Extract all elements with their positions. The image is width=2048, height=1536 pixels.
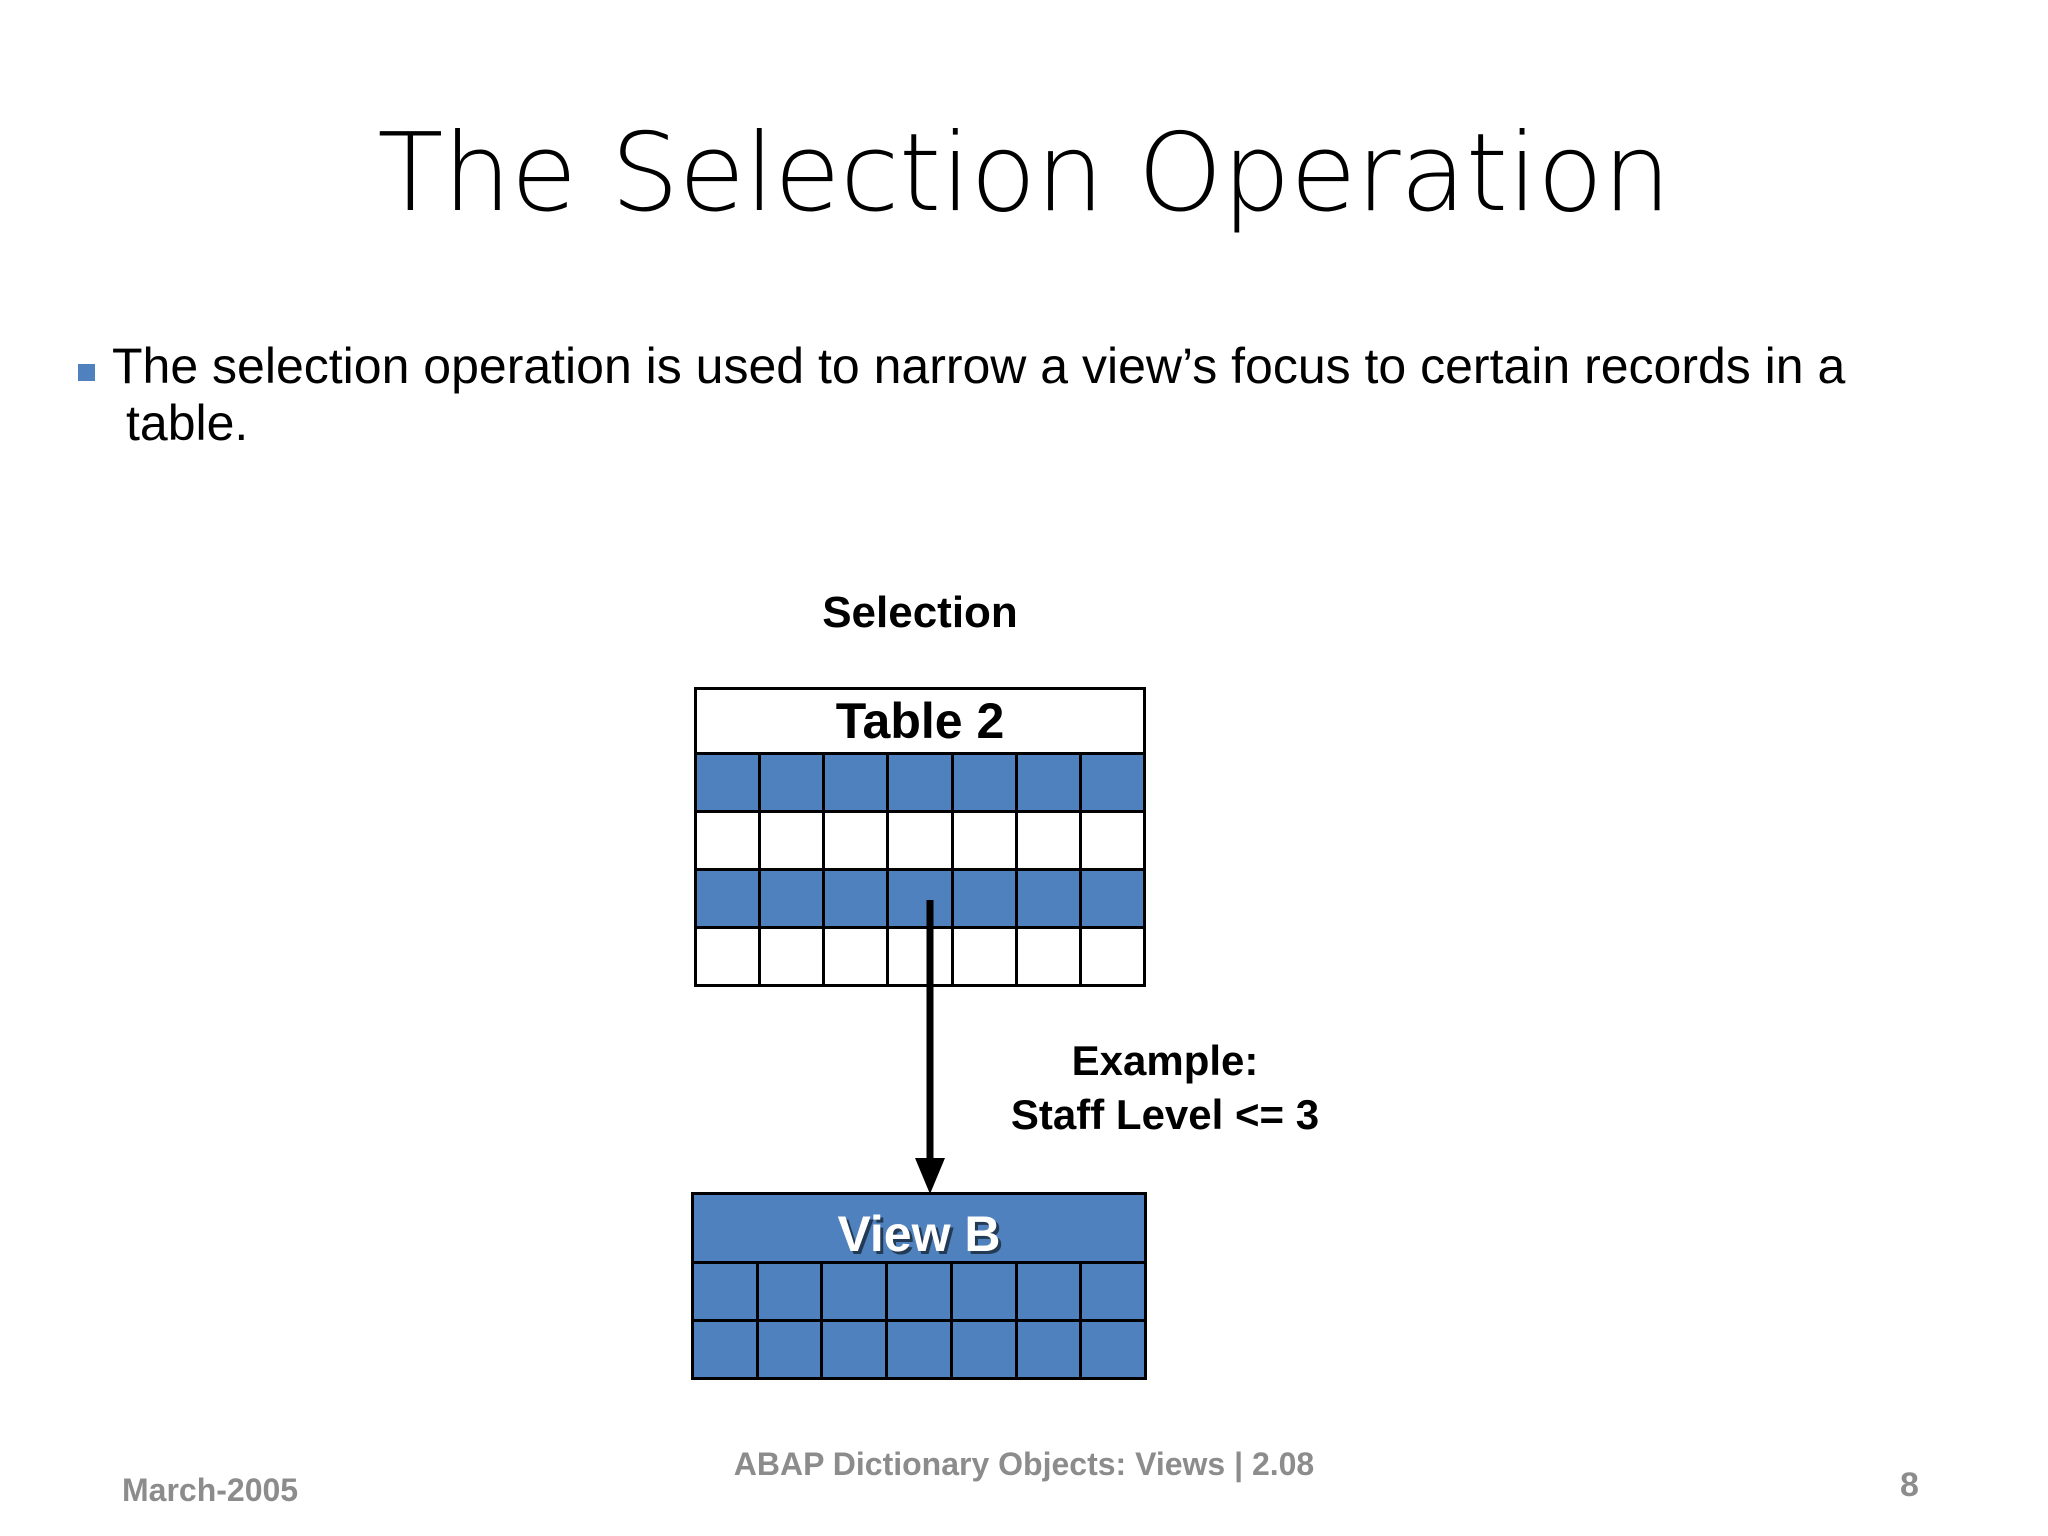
table-cell [697,871,762,926]
table-cell [889,871,954,926]
table-cell [697,813,762,868]
table-cell [952,1264,1018,1319]
table-cell [889,813,954,868]
table-cell [694,1264,759,1319]
result-view-header-row [694,1195,1144,1261]
table-cell [1017,871,1082,926]
table-row [697,868,1143,926]
table-cell [1017,929,1082,984]
operation-label: Selection [822,588,1018,637]
table-cell [825,929,890,984]
table-cell [761,871,826,926]
table-cell [953,813,1018,868]
slide-page-number: 8 [1900,1466,1919,1504]
table-cell [889,755,954,810]
table-cell [953,755,1018,810]
footer-date: March-2005 [122,1472,299,1508]
table-cell [889,929,954,984]
table-cell [1017,1322,1083,1377]
table-cell [823,1322,889,1377]
table-row [697,926,1143,984]
table-cell [694,1322,759,1377]
footer-course-title: ABAP Dictionary Objects: Views | 2.08 [733,1446,1315,1482]
table-cell [888,1322,953,1377]
table-cell [825,755,890,810]
table-cell [888,1264,953,1319]
bullet-line-2: table. [126,395,249,451]
square-bullet-icon [78,364,95,381]
downward-arrow-icon [915,900,945,1194]
table-cell [825,813,890,868]
table-cell [1017,1264,1083,1319]
example-heading: Example: [1071,1037,1259,1084]
list-item: The selection operation is used to narro… [78,338,1978,452]
table-cell [1082,1264,1145,1319]
table-cell [1082,1322,1145,1377]
table-row [694,1261,1145,1319]
table-row [697,810,1143,868]
page-title: The Selection Operation [377,111,1671,236]
table-cell [1081,755,1143,810]
example-condition: Staff Level <= 3 [1010,1090,1320,1138]
table-cell [1081,871,1143,926]
table-cell [953,871,1018,926]
table-cell [1081,929,1143,984]
bullet-list: The selection operation is used to narro… [78,338,1978,452]
table-cell [953,929,1018,984]
table-cell [1017,813,1082,868]
table-cell [697,755,762,810]
bullet-text-block: The selection operation is used to narro… [112,338,1978,452]
source-table-header-row [697,690,1143,752]
bullet-line-1: The selection operation is used to narro… [112,338,1846,394]
example-annotation: Example: Staff Level <= 3 [955,1034,1375,1142]
table-cell [761,755,826,810]
table-cell [1017,755,1082,810]
result-view-grid [691,1192,1147,1380]
table-cell [1081,813,1143,868]
table-cell [823,1264,889,1319]
table-cell [758,1322,824,1377]
table-cell [758,1264,824,1319]
table-row [697,752,1143,810]
source-table-grid [694,687,1146,987]
table-row [694,1319,1145,1377]
table-cell [761,813,826,868]
table-cell [825,871,890,926]
table-cell [761,929,826,984]
table-cell [952,1322,1018,1377]
table-cell [697,929,762,984]
